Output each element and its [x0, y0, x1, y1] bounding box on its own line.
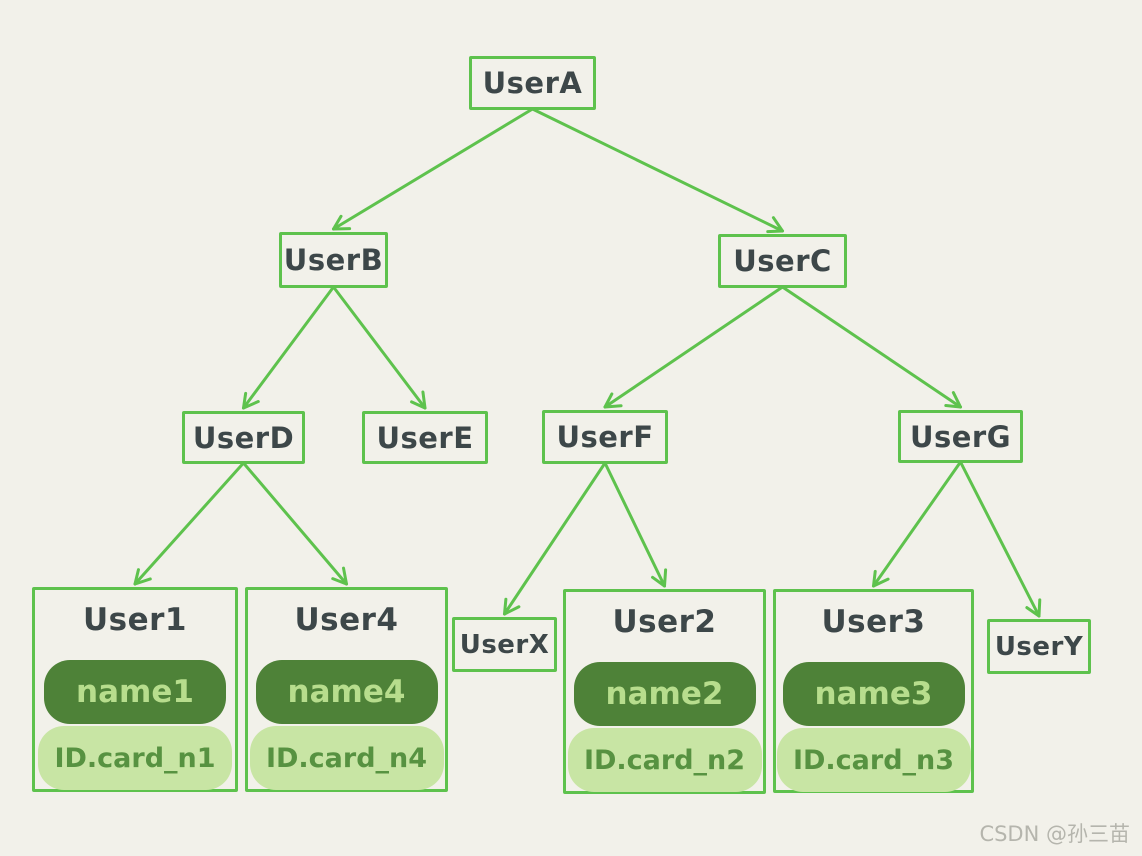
user-card-user3: User3 name3 ID.card_n3: [773, 589, 974, 793]
id-card-pill-user1: ID.card_n1: [38, 726, 232, 790]
name-pill-user3: name3: [782, 662, 965, 726]
tree-node-usery: UserY: [987, 619, 1091, 674]
tree-edge-userC-userF: [603, 285, 784, 409]
tree-node-usera: UserA: [469, 56, 596, 110]
name-pill-user2: name2: [573, 662, 756, 726]
tree-edge-userC-userG: [781, 285, 962, 409]
card-title-user2: User2: [612, 604, 717, 640]
card-title-user3: User3: [821, 604, 926, 640]
user-card-user2: User2 name2 ID.card_n2: [563, 589, 766, 794]
node-label-usery: UserY: [994, 631, 1084, 662]
node-label-usera: UserA: [482, 66, 583, 100]
card-title-user1: User1: [82, 602, 187, 638]
tree-node-usere: UserE: [362, 411, 488, 464]
id-card-pill-user2: ID.card_n2: [567, 728, 762, 792]
user-card-user4: User4 name4 ID.card_n4: [245, 587, 448, 792]
id-card-pill-user3: ID.card_n3: [776, 728, 971, 792]
tree-edge-userB-userD: [242, 285, 335, 410]
node-label-userd: UserD: [192, 420, 295, 455]
tree-node-userg: UserG: [898, 410, 1023, 463]
tree-node-userf: UserF: [542, 410, 668, 464]
name-pill-user4: name4: [255, 660, 438, 724]
tree-node-userb: UserB: [279, 232, 388, 288]
tree-edge-userG-user3: [872, 460, 962, 588]
tree-node-userc: UserC: [718, 234, 847, 288]
user-card-user1: User1 name1 ID.card_n1: [32, 587, 238, 792]
tree-edge-userD-user1: [133, 461, 245, 586]
tree-edge-userA-userB: [332, 107, 534, 231]
node-label-userf: UserF: [556, 420, 654, 454]
node-label-userb: UserB: [283, 243, 384, 277]
tree-edge-userD-user4: [242, 461, 348, 586]
name-pill-user1: name1: [44, 660, 226, 724]
tree-node-userd: UserD: [182, 411, 305, 464]
node-label-usere: UserE: [376, 420, 474, 455]
watermark: CSDN @孙三苗: [979, 822, 1130, 846]
node-label-userx: UserX: [459, 629, 550, 660]
id-card-pill-user4: ID.card_n4: [249, 726, 444, 790]
tree-edge-userF-user2: [603, 461, 668, 588]
node-label-userg: UserG: [909, 419, 1012, 454]
tree-edge-userA-userC: [531, 107, 784, 234]
tree-edge-userB-userE: [332, 285, 427, 410]
node-label-userc: UserC: [733, 244, 832, 278]
tree-node-userx: UserX: [452, 617, 557, 672]
card-title-user4: User4: [294, 602, 399, 638]
